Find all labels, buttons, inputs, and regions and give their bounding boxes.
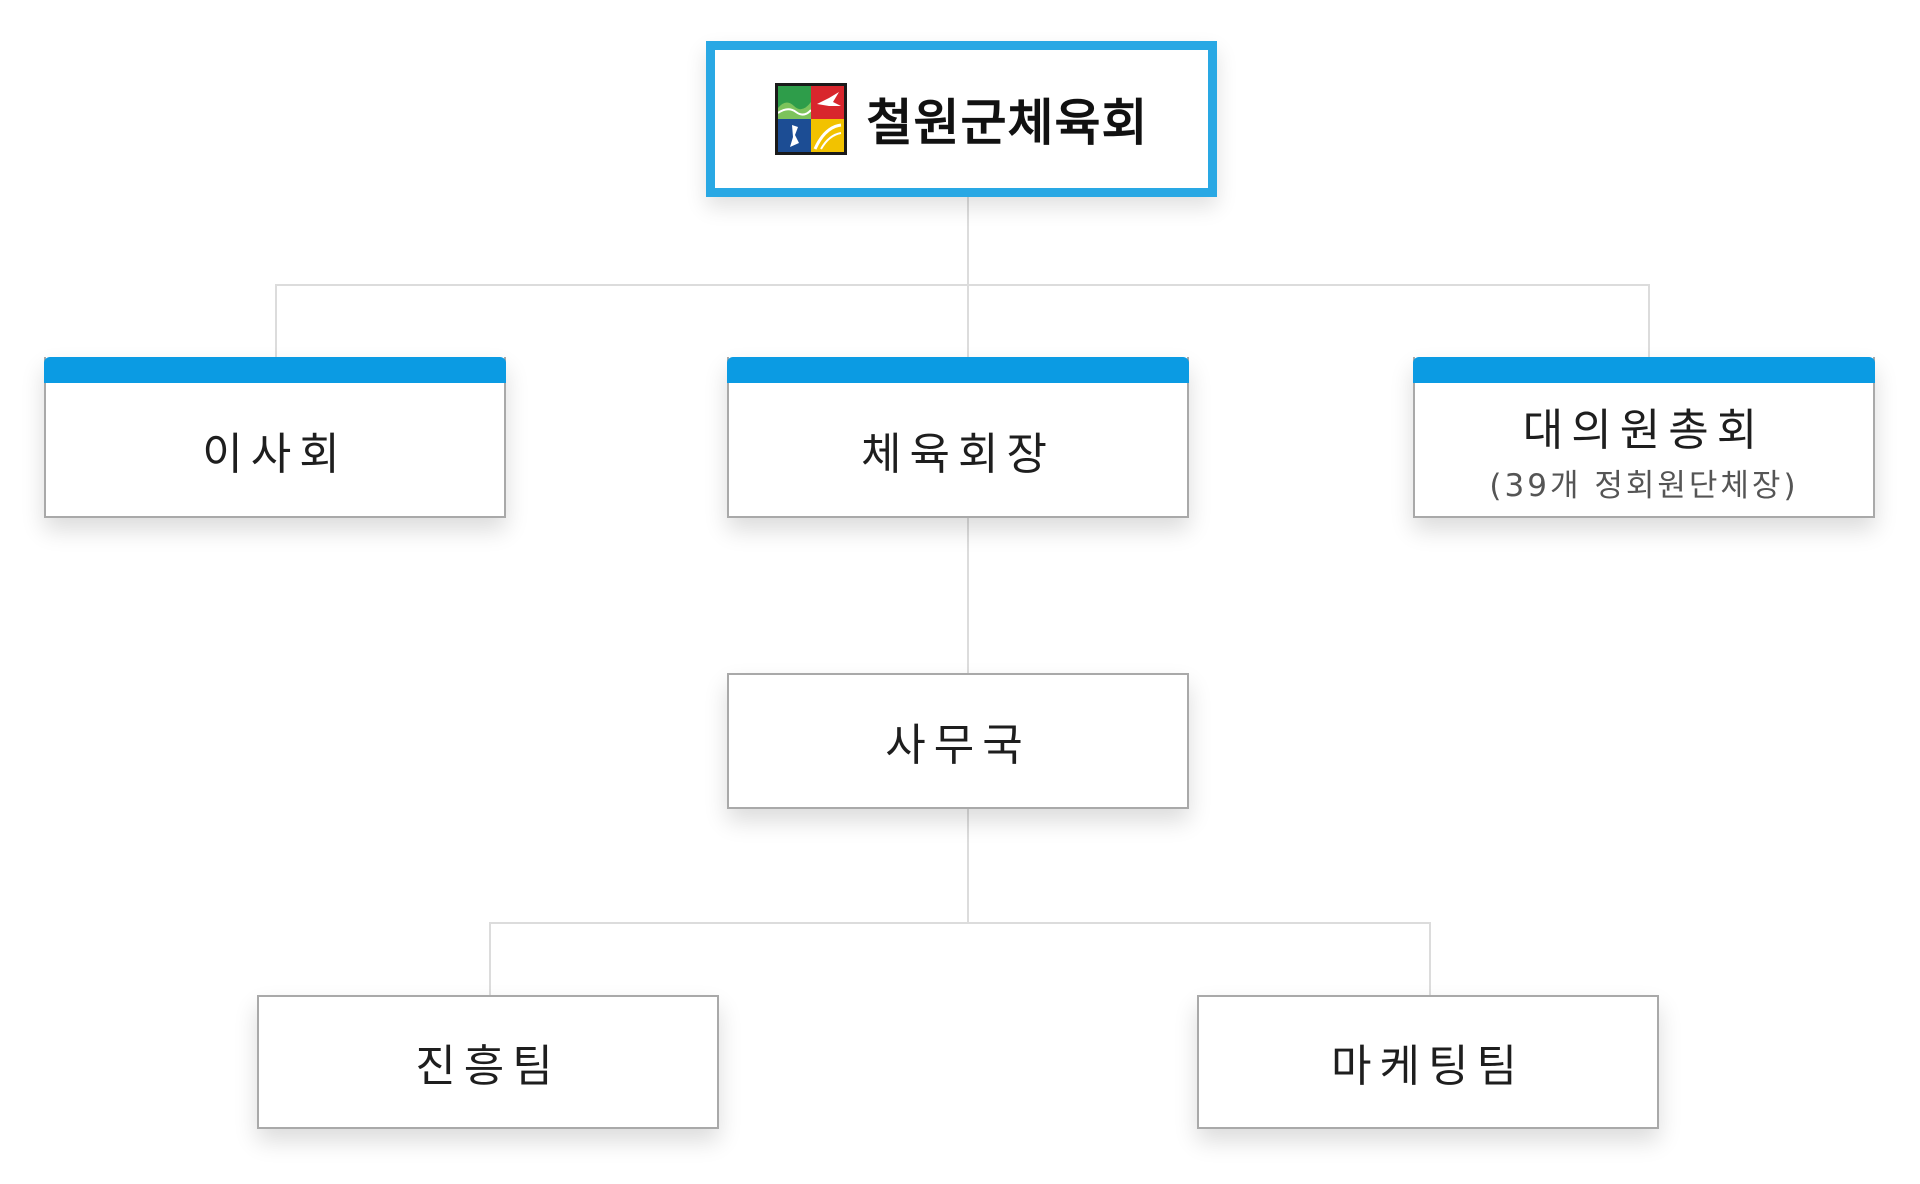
connector-root-down: [967, 197, 969, 285]
assembly-label: 대의원총회: [1522, 405, 1766, 456]
header-bar: [1413, 357, 1875, 383]
marketing-team-label: 마케팅팀: [1331, 1041, 1525, 1092]
connector-office-down: [967, 809, 969, 924]
org-title: 철원군체육회: [866, 94, 1149, 152]
marketing-team-node: 마케팅팀: [1197, 995, 1659, 1129]
assembly-node: 대의원총회 (39개 정회원단체장): [1413, 357, 1875, 518]
assembly-sublabel: (39개 정회원단체장): [1489, 468, 1799, 504]
promotion-team-label: 진흥팀: [415, 1041, 561, 1092]
connector-level1-horizontal: [275, 284, 1650, 286]
president-node: 체육회장: [727, 357, 1189, 518]
board-label: 이사회: [202, 428, 348, 480]
office-node: 사무국: [727, 673, 1189, 809]
president-label: 체육회장: [861, 428, 1055, 480]
connector-to-assembly: [1648, 284, 1650, 357]
connector-to-promotion: [489, 922, 491, 995]
connector-to-board: [275, 284, 277, 357]
header-bar: [727, 357, 1189, 383]
connector-president-to-office: [967, 518, 969, 673]
root-node: 철원군체육회: [706, 41, 1217, 197]
connector-to-marketing: [1429, 922, 1431, 995]
office-label: 사무국: [885, 720, 1031, 771]
connector-teams-horizontal: [489, 922, 1431, 924]
header-bar: [44, 357, 506, 383]
board-node: 이사회: [44, 357, 506, 518]
cheorwon-emblem-icon: [774, 83, 847, 155]
connector-to-president: [967, 284, 969, 357]
promotion-team-node: 진흥팀: [257, 995, 719, 1129]
